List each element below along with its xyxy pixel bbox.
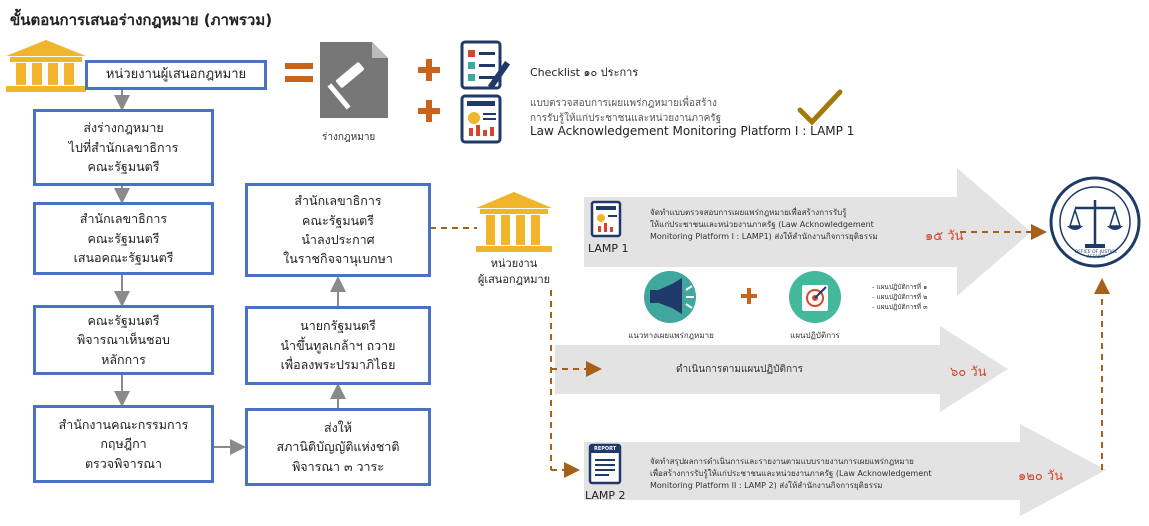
agency-icon-label: หน่วยงาน ผู้เสนอกฎหมาย: [477, 257, 551, 286]
execute-banner: [555, 326, 1008, 412]
execute-days: ๖๐ วัน: [950, 365, 987, 380]
draft-law-label: ร่างกฎหมาย: [322, 132, 376, 143]
checklist-label: Checklist ๑๐ ประการ: [530, 66, 639, 79]
plus-icon: [741, 288, 757, 304]
step-prime-minister: นายกรัฐมนตรี นำขึ้นทูลเกล้าฯ ถวาย เพื่อล…: [245, 306, 431, 385]
action-plan-icon: [789, 271, 841, 323]
lamp2-text: จัดทำสรุปผลการดำเนินการและรายงานตามแบบรา…: [650, 457, 932, 490]
checkmark-icon: [797, 89, 843, 126]
step-secretariat-propose: สำนักเลขาธิการ คณะรัฐมนตรี เสนอคณะรัฐมนต…: [33, 202, 214, 275]
plus-icon: [418, 59, 440, 81]
plus-icon: [418, 100, 440, 122]
step-send-draft: ส่งร่างกฎหมาย ไปที่สำนักเลขาธิการ คณะรัฐ…: [33, 109, 214, 186]
step-cabinet-approve: คณะรัฐมนตรี พิจารณาเห็นชอบ หลักการ: [33, 305, 214, 375]
lamp-form-line2: การรับรู้ให้แก่ประชาชนและหน่วยงานภาครัฐ: [530, 113, 722, 124]
step-council-of-state: สำนักงานคณะกรรมการ กฤษฎีกา ตรวจพิจารณา: [33, 405, 214, 483]
lamp2-icon-label: REPORT: [594, 446, 617, 452]
lamp1-report-icon: [590, 200, 622, 238]
lamp2-days: ๑๒๐ วัน: [1018, 469, 1064, 484]
guideline-label: แนวทางเผยแพร่กฎหมาย: [628, 331, 714, 340]
equals-icon: [285, 63, 313, 82]
agency-building-icon: [476, 192, 552, 252]
checklist-icon: [460, 40, 511, 90]
lamp2-label: LAMP 2: [585, 489, 626, 502]
page-title: ขั้นตอนการเสนอร่างกฎหมาย (ภาพรวม): [10, 11, 273, 29]
lamp-form-line1: แบบตรวจสอบการเผยแพร่กฎหมายเพื่อสร้าง: [530, 98, 717, 109]
megaphone-icon: [644, 271, 696, 323]
government-building-icon: [6, 40, 86, 92]
execute-text: ดำเนินการตามแผนปฏิบัติการ: [676, 364, 804, 375]
draft-law-document-icon: [320, 42, 388, 118]
justice-office-seal-icon: [1049, 176, 1141, 268]
lamp1-banner: [584, 168, 1031, 296]
step-legislative-assembly: ส่งให้ สภานิติบัญญัติแห่งชาติ พิจารณา ๓ …: [245, 408, 431, 486]
plan-label: แผนปฏิบัติการ: [790, 331, 840, 340]
report-form-icon: [460, 94, 502, 144]
lamp1-label: LAMP 1: [588, 242, 629, 255]
proposing-agency-box: หน่วยงานผู้เสนอกฎหมาย: [85, 60, 267, 90]
lamp2-banner: [584, 424, 1106, 516]
plan-items: - แผนปฏิบัติการที่ ๑ - แผนปฏิบัติการที่ …: [872, 283, 928, 311]
step-royal-gazette: สำนักเลขาธิการ คณะรัฐมนตรี นำลงประกาศ ใน…: [245, 183, 431, 277]
lamp-form-line3: Law Acknowledgement Monitoring Platform …: [530, 124, 855, 138]
lamp1-text: จัดทำแบบตรวจสอบการเผยแพร่กฎหมายเพื่อสร้า…: [650, 208, 878, 241]
lamp2-report-icon: [588, 443, 622, 485]
lamp1-days: ๑๕ วัน: [925, 229, 964, 244]
seal-caption: OFFICE OF JUSTICE AFFAIRS: [1074, 250, 1118, 260]
